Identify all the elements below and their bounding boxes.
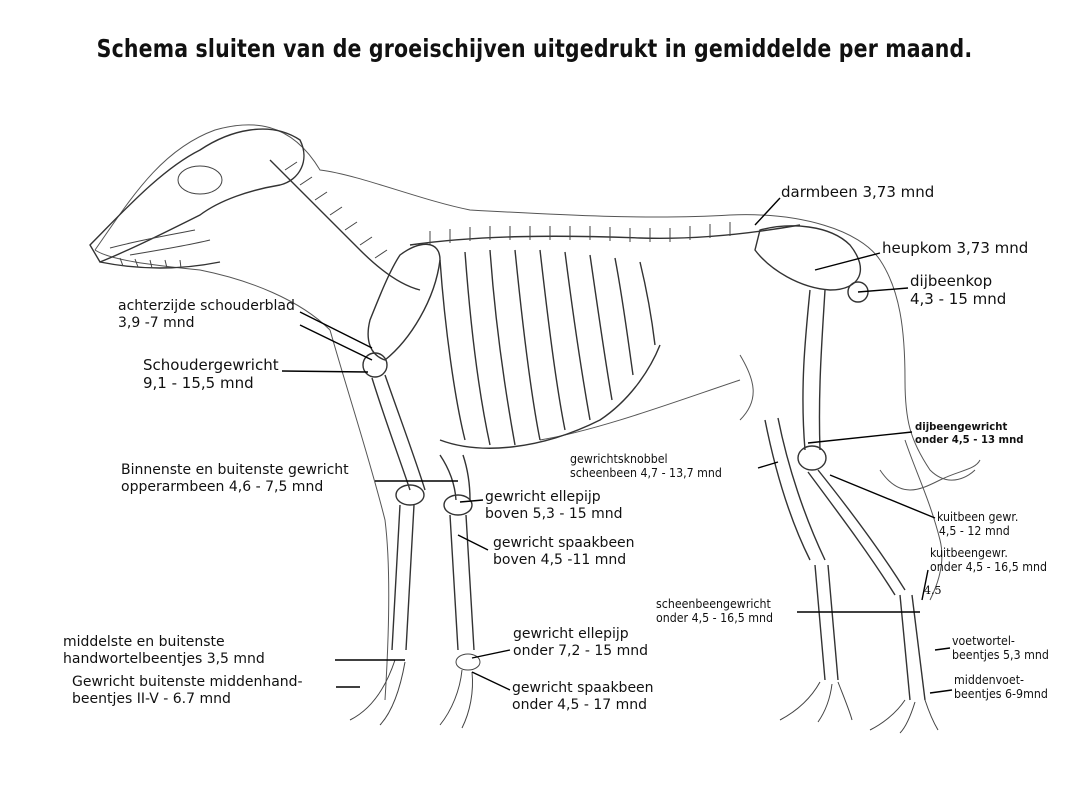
label-spaakbeen-onder: gewricht spaakbeen onder 4,5 - 17 mnd bbox=[512, 680, 654, 714]
label-dijbeengewricht-line1: dijbeengewricht bbox=[915, 420, 1024, 433]
label-ellepijp-onder: gewricht ellepijp onder 7,2 - 15 mnd bbox=[513, 626, 648, 660]
label-dijbeengewricht: dijbeengewricht onder 4,5 - 13 mnd bbox=[915, 420, 1024, 446]
label-schoudergewricht: Schoudergewricht 9,1 - 15,5 mnd bbox=[143, 356, 279, 392]
label-opperarmbeen: Binnenste en buitenste gewricht opperarm… bbox=[121, 462, 349, 496]
label-schouderblad-line2: 3,9 -7 mnd bbox=[118, 315, 295, 332]
label-kuitbeengewr-line1: kuitbeengewr. bbox=[930, 546, 1050, 560]
label-kuitbeen-line1: kuitbeen gewr. bbox=[937, 510, 1018, 524]
label-scheenbeengewricht-line1: scheenbeengewricht bbox=[656, 597, 773, 611]
body-outline bbox=[95, 125, 980, 700]
label-dijbeenkop-line2: 4,3 - 15 mnd bbox=[910, 290, 1006, 308]
label-voetwortel: voetwortel- beentjes 5,3 mnd bbox=[952, 634, 1049, 663]
label-middenhand-line2: beentjes II-V - 6.7 mnd bbox=[72, 691, 303, 708]
label-schoudergewricht-line1: Schoudergewricht bbox=[143, 356, 279, 374]
label-spaakbeen-onder-line1: gewricht spaakbeen bbox=[512, 680, 654, 697]
label-heupkom: heupkom 3,73 mnd bbox=[882, 239, 1028, 257]
label-ellepijp-onder-line1: gewricht ellepijp bbox=[513, 626, 648, 643]
label-schouderblad-line1: achterzijde schouderblad bbox=[118, 298, 295, 315]
label-kuitbeengewr-line2: onder 4,5 - 16,5 mnd bbox=[930, 560, 1050, 574]
label-kuitbeen: kuitbeen gewr. 4,5 - 12 mnd bbox=[937, 510, 1018, 539]
label-spaakbeen-boven-line2: boven 4,5 -11 mnd bbox=[493, 552, 635, 569]
label-voetwortel-line2: beentjes 5,3 mnd bbox=[952, 648, 1049, 662]
label-spaakbeen-onder-line2: onder 4,5 - 17 mnd bbox=[512, 697, 654, 714]
label-voetwortel-line1: voetwortel- bbox=[952, 634, 1049, 648]
label-ellepijp-boven-line1: gewricht ellepijp bbox=[485, 489, 623, 506]
label-gewrichtsknobbel-line2: scheenbeen 4,7 - 13,7 mnd bbox=[570, 466, 722, 480]
label-gewrichtsknobbel-line1: gewrichtsknobbel bbox=[570, 452, 722, 466]
label-ellepijp-boven-line2: boven 5,3 - 15 mnd bbox=[485, 506, 623, 523]
label-kuitbeengewr: kuitbeengewr. onder 4,5 - 16,5 mnd bbox=[930, 546, 1050, 575]
label-ellepijp-onder-line2: onder 7,2 - 15 mnd bbox=[513, 643, 648, 660]
label-darmbeen: darmbeen 3,73 mnd bbox=[781, 183, 934, 201]
label-middenvoet-line1: middenvoet- bbox=[954, 673, 1048, 687]
label-middenvoet-line2: beentjes 6-9mnd bbox=[954, 687, 1048, 701]
label-opperarmbeen-line1: Binnenste en buitenste gewricht bbox=[121, 462, 349, 479]
label-middenvoet: middenvoet- beentjes 6-9mnd bbox=[954, 673, 1048, 702]
label-handwortel-line1: middelste en buitenste bbox=[63, 634, 265, 651]
label-dijbeenkop-line1: dijbeenkop bbox=[910, 272, 1006, 290]
label-dijbeenkop: dijbeenkop 4,3 - 15 mnd bbox=[910, 272, 1006, 308]
label-handwortel: middelste en buitenste handwortelbeentje… bbox=[63, 634, 265, 668]
label-schoudergewricht-line2: 9,1 - 15,5 mnd bbox=[143, 374, 279, 392]
label-ellepijp-boven: gewricht ellepijp boven 5,3 - 15 mnd bbox=[485, 489, 623, 523]
label-handwortel-line2: handwortelbeentjes 3,5 mnd bbox=[63, 651, 265, 668]
label-gewrichtsknobbel: gewrichtsknobbel scheenbeen 4,7 - 13,7 m… bbox=[570, 452, 722, 481]
label-schouderblad: achterzijde schouderblad 3,9 -7 mnd bbox=[118, 298, 295, 332]
spine bbox=[410, 222, 800, 245]
ribcage bbox=[440, 250, 660, 448]
skull bbox=[90, 129, 304, 268]
label-scheenbeengewricht: scheenbeengewricht onder 4,5 - 16,5 mnd bbox=[656, 597, 773, 626]
label-opperarmbeen-line2: opperarmbeen 4,6 - 7,5 mnd bbox=[121, 479, 349, 496]
label-spaakbeen-boven: gewricht spaakbeen boven 4,5 -11 mnd bbox=[493, 535, 635, 569]
label-kuitbeen-line2: 4,5 - 12 mnd bbox=[937, 524, 1018, 538]
label-dijbeengewricht-line2: onder 4,5 - 13 mnd bbox=[915, 433, 1024, 446]
label-spaakbeen-boven-line1: gewricht spaakbeen bbox=[493, 535, 635, 552]
label-middenhand-line1: Gewricht buitenste middenhand- bbox=[72, 674, 303, 691]
label-scheenbeengewricht-line2: onder 4,5 - 16,5 mnd bbox=[656, 611, 773, 625]
foreleg-2 bbox=[440, 455, 480, 728]
label-middenhand: Gewricht buitenste middenhand- beentjes … bbox=[72, 674, 303, 708]
hindleg-2 bbox=[765, 418, 852, 722]
marker-45: 4.5 bbox=[924, 584, 942, 597]
